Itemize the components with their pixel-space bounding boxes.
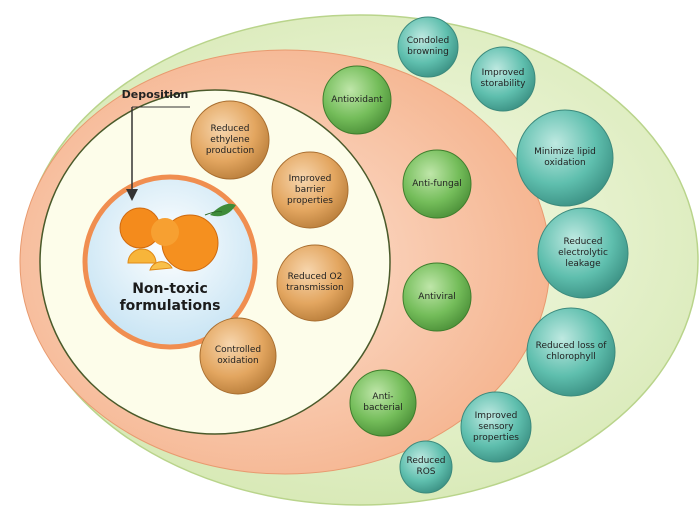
outer-ring-node [537, 207, 629, 299]
inner-ring-node [199, 317, 277, 395]
outer-ring-label: Condoled browning [406, 36, 450, 57]
middle-ring-node [402, 149, 472, 219]
outer-ring-label: Improved storability [480, 68, 526, 89]
outer-ring-label: Reduced ROS [406, 456, 446, 477]
outer-ring-label: Minimize lipid oxidation [534, 147, 596, 168]
outer-ring-node [526, 307, 616, 397]
middle-ring-label: Anti- bacterial [363, 392, 403, 413]
middle-ring-node [402, 262, 472, 332]
middle-ring-node [349, 369, 417, 437]
core-label: Non-toxic formulations [119, 281, 221, 314]
outer-ring-label: Improved sensory properties [473, 410, 519, 443]
outer-ring-node [397, 16, 459, 78]
middle-ring-label: Antiviral [418, 291, 456, 302]
outer-ring-node [470, 46, 536, 112]
inner-ring-node [271, 151, 349, 229]
node-layer [190, 16, 629, 494]
deposition-label: Deposition [121, 87, 189, 101]
inner-ring-label: Controlled oxidation [214, 345, 262, 366]
middle-ring-label: Anti-fungal [412, 178, 462, 189]
outer-ring-node [460, 391, 532, 463]
inner-ring-node [276, 244, 354, 322]
inner-ring-label: Reduced ethylene production [205, 123, 255, 156]
inner-ring-node [190, 100, 270, 180]
outer-ring-node [516, 109, 614, 207]
inner-ring-label: Improved barrier properties [287, 173, 333, 206]
outer-ring-label: Reduced electrolytic leakage [558, 236, 608, 269]
middle-ring-label: Antioxidant [331, 94, 383, 105]
middle-ring-node [322, 65, 392, 135]
outer-ring-label: Reduced loss of chlorophyll [535, 341, 607, 362]
oranges-image [119, 203, 236, 272]
outer-ring-node [399, 440, 453, 494]
inner-ring-label: Reduced O2 transmission [286, 272, 344, 293]
